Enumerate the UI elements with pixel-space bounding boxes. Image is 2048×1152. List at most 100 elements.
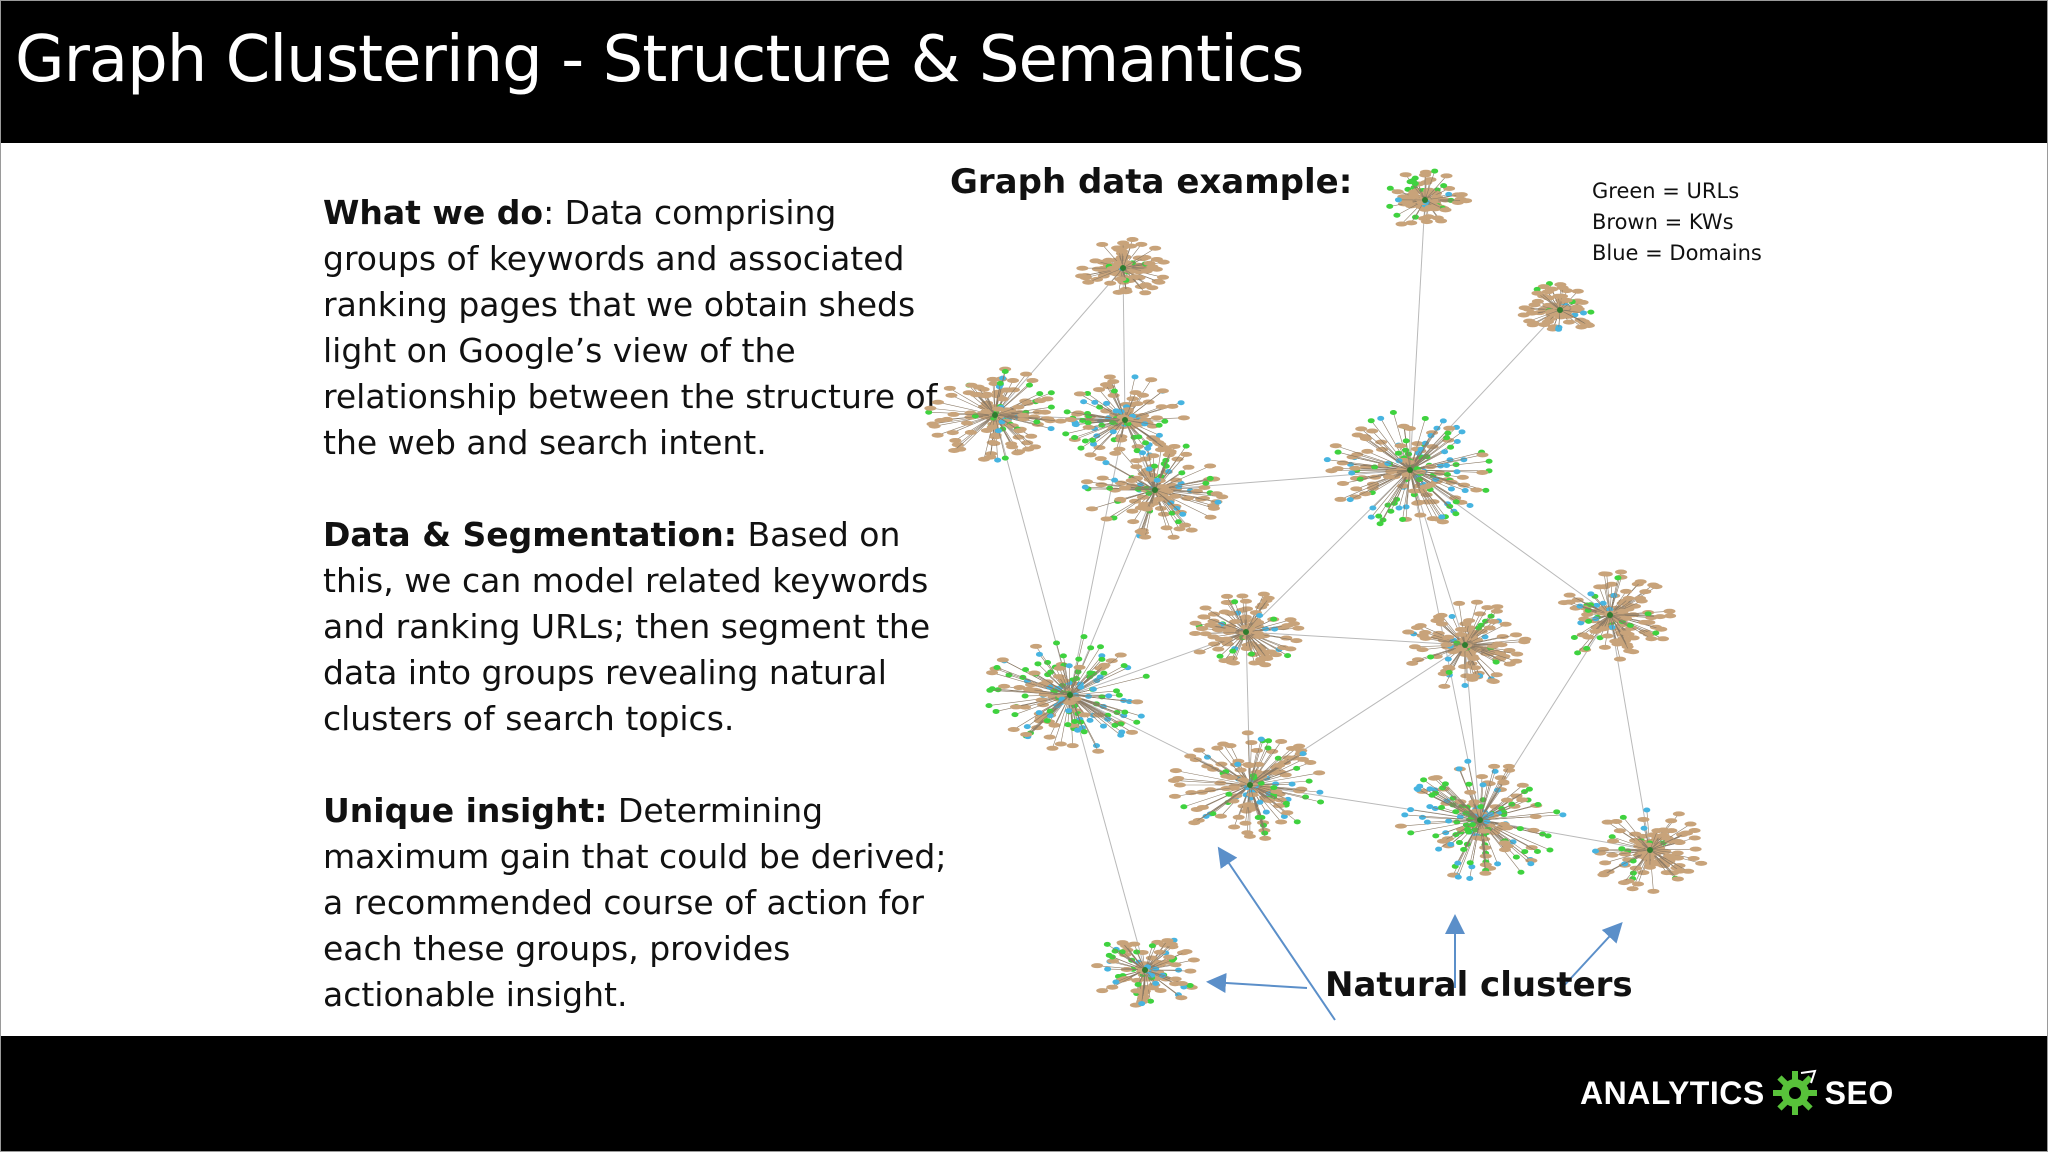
graph-node: [1093, 387, 1106, 393]
graph-node: [1118, 485, 1131, 491]
graph-node: [1081, 438, 1089, 444]
graph-node: [1688, 828, 1701, 834]
cluster-spoke: [1409, 469, 1421, 516]
graph-node: [1501, 825, 1514, 831]
cluster-spoke: [1069, 646, 1101, 696]
graph-node: [1152, 980, 1160, 986]
graph-node: [1063, 700, 1076, 706]
graph-node: [1416, 647, 1429, 653]
cluster-spoke: [1409, 454, 1483, 471]
cluster-spoke: [957, 414, 996, 445]
graph-node: [1111, 271, 1124, 277]
graph-node: [1541, 319, 1554, 325]
graph-node: [941, 416, 954, 422]
graph-node: [1025, 382, 1033, 388]
cluster-spoke: [1649, 832, 1686, 851]
cluster-spoke: [1409, 469, 1426, 488]
graph-node: [1113, 688, 1121, 694]
cluster-spoke: [1245, 631, 1262, 660]
graph-node: [1007, 727, 1020, 733]
graph-node: [1147, 998, 1155, 1004]
graph-node: [1394, 197, 1402, 203]
cluster-spoke: [1444, 644, 1466, 687]
graph-node: [1366, 481, 1379, 487]
graph-node: [1139, 290, 1152, 296]
graph-node: [1620, 615, 1633, 621]
graph-node: [1288, 781, 1296, 787]
graph-node: [1411, 181, 1419, 187]
graph-node: [1033, 419, 1041, 425]
graph-node: [1139, 456, 1152, 462]
graph-node: [1334, 496, 1347, 502]
graph-node: [1367, 418, 1375, 424]
graph-node: [1402, 504, 1410, 510]
graph-node: [1448, 614, 1456, 620]
graph-node: [1351, 432, 1364, 438]
graph-node: [1177, 415, 1190, 421]
graph-node: [1089, 441, 1097, 447]
graph-node: [1112, 979, 1120, 985]
graph-node: [1096, 404, 1104, 410]
graph-node: [1169, 493, 1182, 499]
graph-node: [1402, 438, 1410, 444]
graph-node: [1640, 825, 1648, 831]
graph-node: [1467, 673, 1480, 679]
graph-node: [1284, 617, 1297, 623]
cluster-spoke: [996, 667, 1071, 696]
graph-node: [1313, 770, 1326, 776]
graph-node: [1212, 646, 1225, 652]
graph-node: [1160, 525, 1173, 531]
graph-node: [1637, 816, 1650, 822]
graph-node: [1075, 656, 1083, 662]
graph-node: [1486, 678, 1499, 684]
cluster-spoke: [1621, 848, 1651, 851]
cluster-spoke: [1425, 638, 1466, 646]
graph-edges: [994, 199, 1651, 971]
graph-node: [1091, 963, 1104, 969]
graph-node: [1250, 747, 1263, 753]
cluster-spoke: [1154, 449, 1162, 491]
graph-node: [1411, 657, 1424, 663]
graph-node: [1444, 656, 1452, 662]
graph-node: [943, 385, 956, 391]
graph-node: [1599, 860, 1612, 866]
graph-node: [1554, 311, 1567, 317]
graph-node: [1643, 864, 1656, 870]
graph-node: [1148, 943, 1156, 949]
graph-node: [1044, 418, 1057, 424]
graph-node: [1454, 632, 1467, 638]
graph-node: [996, 657, 1009, 663]
graph-node: [1638, 619, 1651, 625]
graph-node: [1635, 598, 1648, 604]
graph-node: [1494, 861, 1502, 867]
graph-node: [1211, 745, 1224, 751]
graph-node: [1544, 833, 1552, 839]
graph-node: [1092, 748, 1105, 754]
graph-node: [1257, 780, 1265, 786]
cluster-spoke: [1455, 811, 1481, 821]
cluster-spoke: [1609, 614, 1631, 626]
cluster-spoke: [1351, 469, 1411, 474]
cluster-spoke: [1479, 799, 1508, 821]
cluster-spoke: [1409, 469, 1431, 486]
graph-node: [1419, 630, 1432, 636]
graph-node: [1454, 860, 1462, 866]
graph-node: [1316, 789, 1324, 795]
cluster-spoke: [994, 414, 1020, 431]
graph-node: [1240, 646, 1253, 652]
cluster-spoke: [1569, 601, 1611, 616]
graph-node: [1025, 433, 1038, 439]
graph-node: [1111, 722, 1119, 728]
graph-node: [1107, 425, 1120, 431]
cluster-spoke: [1069, 667, 1128, 696]
graph-node: [1082, 279, 1095, 285]
graph-node: [1546, 847, 1554, 853]
cluster-spoke: [1247, 784, 1251, 805]
graph-node: [1185, 527, 1198, 533]
graph-edge: [1069, 694, 1146, 971]
graph-node: [1096, 475, 1109, 481]
cluster-spoke: [1146, 489, 1156, 510]
graph-node: [1351, 452, 1364, 458]
graph-node: [1627, 635, 1640, 641]
graph-node: [1135, 434, 1143, 440]
